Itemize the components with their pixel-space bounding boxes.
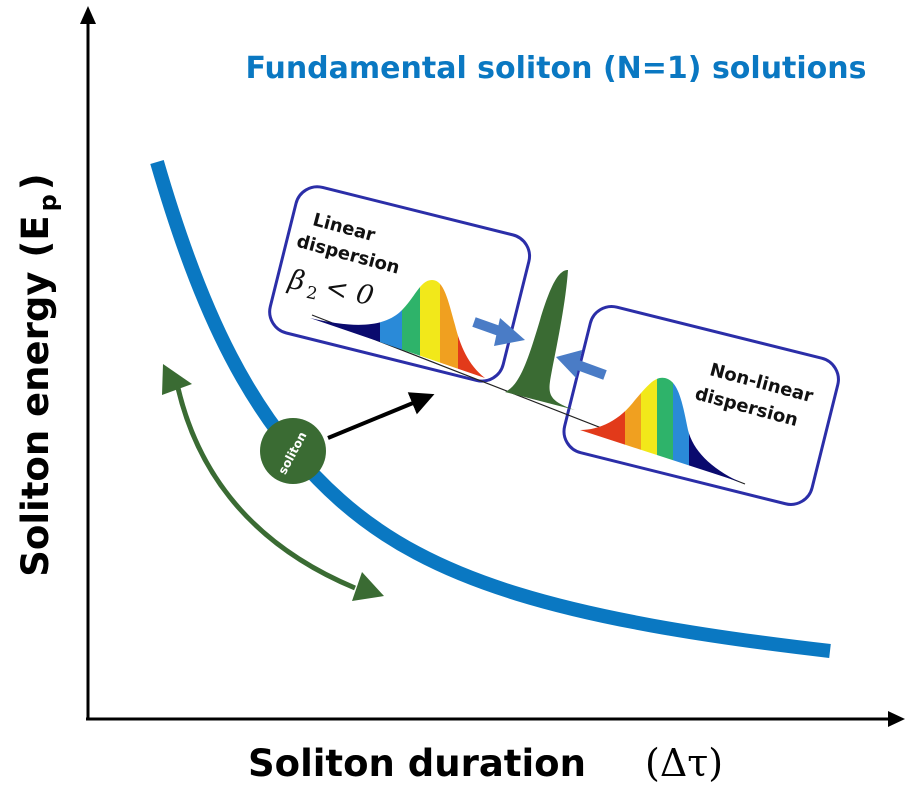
green-arrowhead-up <box>162 364 192 395</box>
green-arrow-shaft <box>175 387 356 591</box>
green-double-arrow <box>162 364 384 601</box>
chart-title: Fundamental soliton (N=1) solutions <box>245 51 866 86</box>
x-axis-arrowhead <box>888 711 905 727</box>
linear-box-text: Linear dispersion <box>294 209 402 278</box>
soliton-marker: soliton <box>260 418 326 484</box>
linear-box-border <box>268 185 532 383</box>
beta-symbol: β <box>285 264 308 298</box>
nonlinear-box-border <box>562 305 840 506</box>
blue-arrow-left <box>472 317 525 346</box>
blue-arrow-right <box>556 350 607 380</box>
soliton-circle <box>260 418 326 484</box>
x-axis-label-group: Soliton duration (Δτ) <box>248 741 723 785</box>
blue-arrow-left-head <box>494 318 525 346</box>
soliton-energy-curve <box>150 160 831 658</box>
nonlinear-dispersion-box <box>562 305 840 506</box>
beta-text: β 2 < 0 <box>284 264 376 316</box>
x-axis-label: Soliton duration <box>248 742 586 785</box>
beta-subscript: 2 <box>304 283 319 305</box>
beta-relation: < 0 <box>323 272 377 312</box>
nonlinear-box-text: Non-linear dispersion <box>693 359 816 431</box>
x-axis-symbol: (Δτ) <box>645 741 723 785</box>
green-arrowhead-down <box>352 572 384 601</box>
y-axis-symbol-open: (E <box>14 215 57 257</box>
y-axis-symbol-close: ) <box>14 173 57 190</box>
linear-dispersion-box <box>268 185 532 383</box>
y-axis-label: Soliton energy <box>14 272 57 577</box>
y-axis-arrowhead <box>80 6 96 24</box>
y-axis-label-group: Soliton energy (E p ) <box>14 173 62 576</box>
soliton-peak <box>505 270 575 410</box>
beta-expression: β 2 < 0 <box>284 264 376 316</box>
axes <box>80 6 905 727</box>
pointer-arrow <box>327 392 435 440</box>
blue-arrow-right-head <box>556 350 582 378</box>
y-axis-symbol-sub: p <box>34 194 62 211</box>
blue-arrow-right-shaft <box>573 359 607 380</box>
y-axis-label-text: Soliton energy (E p ) <box>14 173 62 576</box>
